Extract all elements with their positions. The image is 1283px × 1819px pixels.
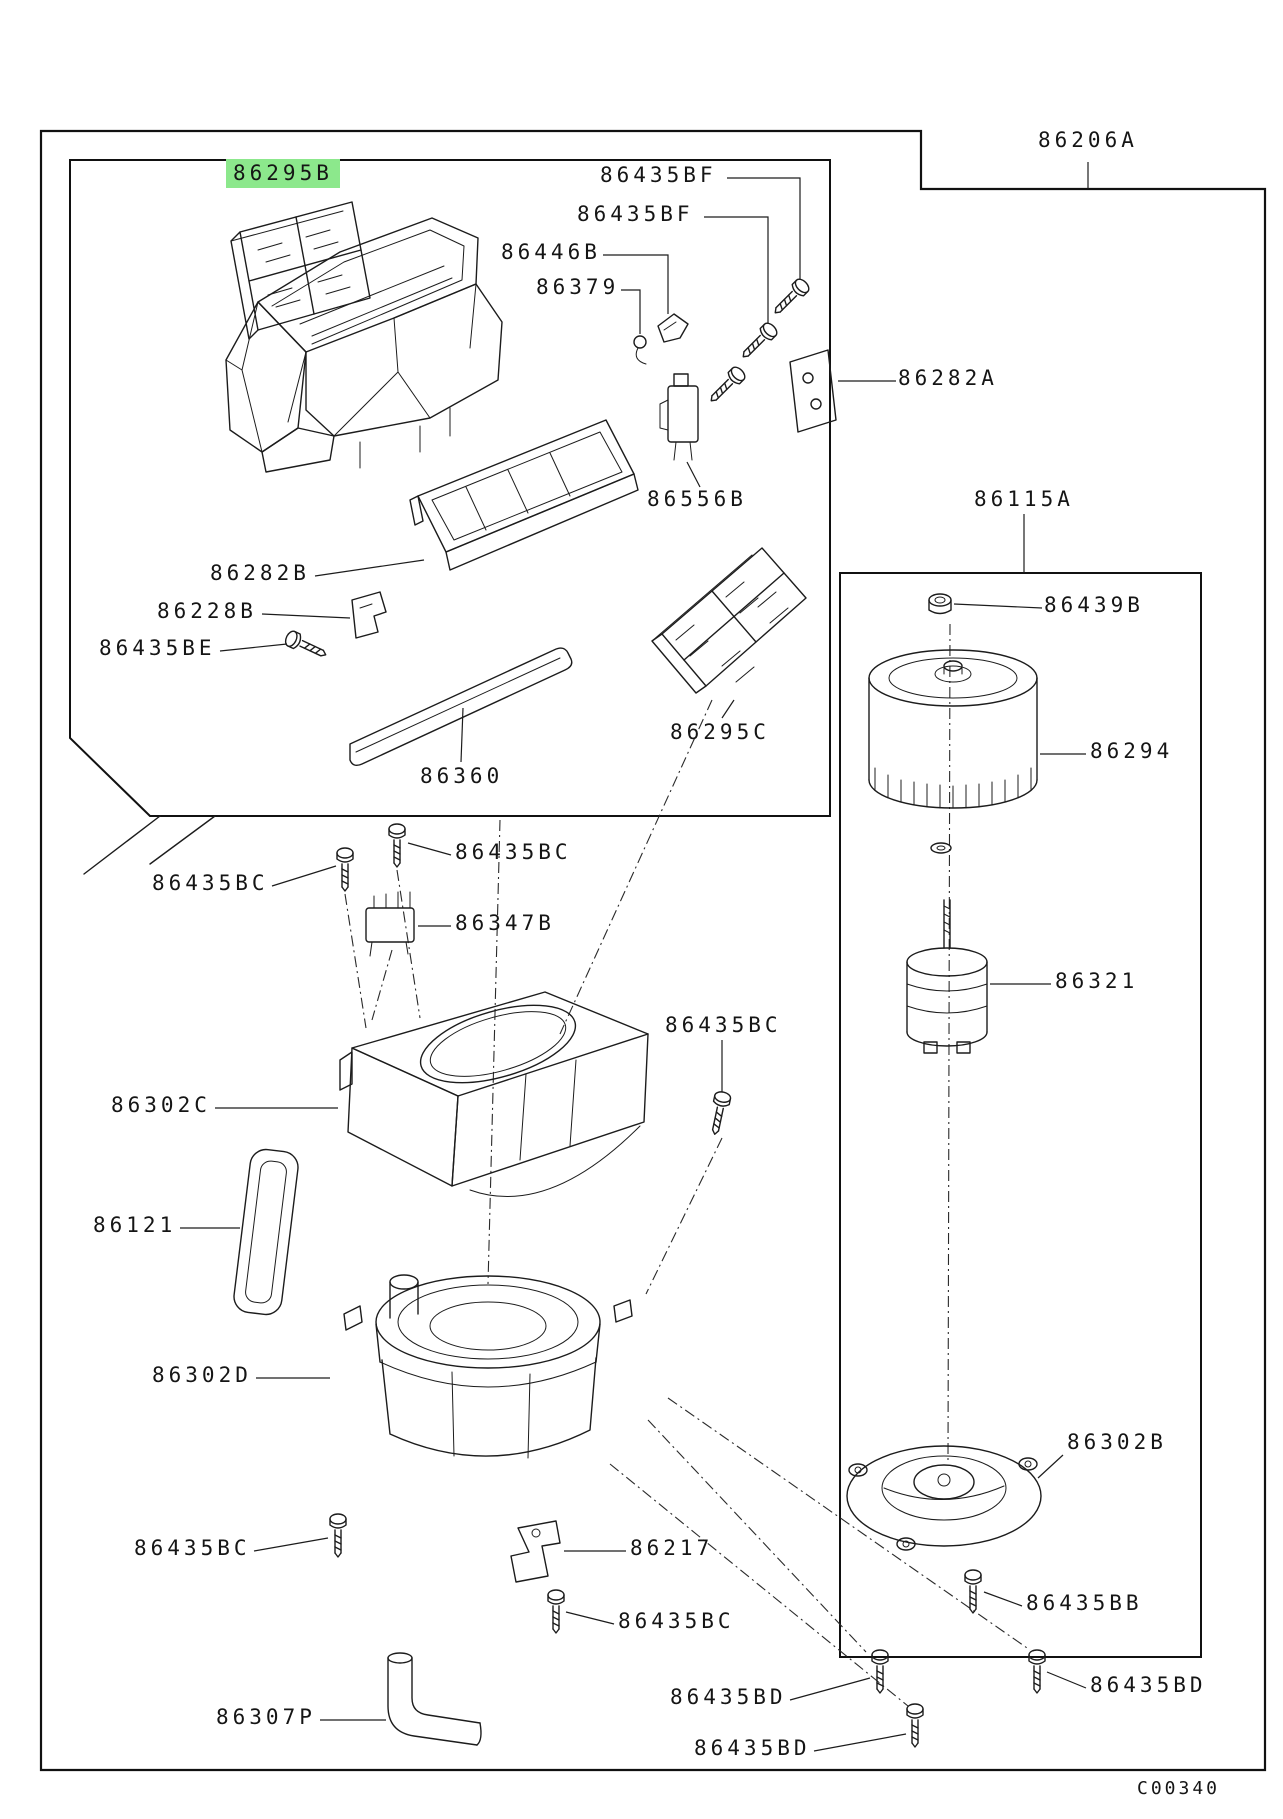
part-label-86435BE[interactable]: 86435BE xyxy=(99,636,216,660)
part-drawing-upper-case-86302C xyxy=(339,991,649,1197)
part-label-86435BC-1[interactable]: 86435BC xyxy=(152,871,269,895)
part-drawing-blower-wheel-86294 xyxy=(868,649,1038,809)
part-label-86435BD-1[interactable]: 86435BD xyxy=(1090,1673,1207,1697)
blower-motor-box xyxy=(839,572,1202,1658)
part-drawing-filter-86295C xyxy=(651,547,807,694)
part-label-86228B[interactable]: 86228B xyxy=(157,599,257,623)
part-label-86446B[interactable]: 86446B xyxy=(501,240,601,264)
part-drawing-bracket-86282A xyxy=(789,349,837,433)
part-drawing-clip-86228B xyxy=(351,591,387,639)
part-drawing-nut-86439B xyxy=(928,593,952,615)
part-drawing-intake-housing xyxy=(225,217,503,473)
part-label-86295B[interactable]: 86295B xyxy=(226,159,340,188)
part-drawing-screw-86435BC-lowerleft xyxy=(329,1513,347,1558)
part-label-86435BC-4[interactable]: 86435BC xyxy=(134,1536,251,1560)
part-label-86435BC-3[interactable]: 86435BC xyxy=(665,1013,782,1037)
part-drawing-washer xyxy=(930,842,952,854)
upper-detail-box xyxy=(69,159,831,817)
drawing-code: C00340 xyxy=(1137,1778,1221,1799)
part-label-86294[interactable]: 86294 xyxy=(1090,739,1174,763)
part-drawing-resistor-86347B xyxy=(365,891,415,957)
part-drawing-resistor-86556B xyxy=(659,373,699,461)
part-drawing-motor-cover-86302B xyxy=(846,1445,1042,1551)
part-label-86121[interactable]: 86121 xyxy=(93,1213,177,1237)
leader-lines xyxy=(180,162,1089,1752)
part-label-86435BB[interactable]: 86435BB xyxy=(1026,1591,1143,1615)
part-label-86302D[interactable]: 86302D xyxy=(152,1363,252,1387)
part-label-86435BF-2[interactable]: 86435BF xyxy=(577,202,694,226)
part-label-86302B[interactable]: 86302B xyxy=(1067,1430,1167,1454)
part-label-86435BC-5[interactable]: 86435BC xyxy=(618,1609,735,1633)
part-label-86435BC-2[interactable]: 86435BC xyxy=(455,840,572,864)
part-label-86435BD-2[interactable]: 86435BD xyxy=(670,1685,787,1709)
part-label-86307P[interactable]: 86307P xyxy=(216,1705,316,1729)
part-label-86439B[interactable]: 86439B xyxy=(1044,593,1144,617)
part-label-86295C[interactable]: 86295C xyxy=(670,720,770,744)
part-drawing-clip-86446B xyxy=(657,313,689,343)
part-label-86217[interactable]: 86217 xyxy=(630,1536,714,1560)
part-label-86435BD-3[interactable]: 86435BD xyxy=(694,1736,811,1760)
part-drawing-screw-86435BC-bottom xyxy=(547,1589,565,1634)
part-drawing-screws-86435BD xyxy=(871,1649,1046,1748)
part-drawing-filter-86295B xyxy=(230,201,371,340)
explode-lines xyxy=(83,815,216,875)
part-label-86302C[interactable]: 86302C xyxy=(111,1093,211,1117)
part-drawing-bracket-86217 xyxy=(510,1520,561,1583)
part-label-86282B[interactable]: 86282B xyxy=(210,561,310,585)
part-drawing-shutter-frame-86282B xyxy=(409,419,639,571)
outer-frame xyxy=(39,129,1267,1772)
part-label-86206A[interactable]: 86206A xyxy=(1038,128,1138,152)
part-label-86379[interactable]: 86379 xyxy=(536,275,620,299)
part-label-86556B[interactable]: 86556B xyxy=(647,487,747,511)
part-drawing-seal-86360 xyxy=(349,647,573,767)
part-drawing-screw-86435BC-middle xyxy=(706,1089,733,1137)
part-label-86360[interactable]: 86360 xyxy=(420,764,504,788)
part-drawing-bolts-86435BF xyxy=(704,275,813,408)
part-label-86321[interactable]: 86321 xyxy=(1055,969,1139,993)
part-label-86347B[interactable]: 86347B xyxy=(455,911,555,935)
part-drawing-lower-case-86302D xyxy=(343,1274,633,1459)
part-label-86435BF-1[interactable]: 86435BF xyxy=(600,163,717,187)
part-label-86115A[interactable]: 86115A xyxy=(974,487,1074,511)
part-drawing-drain-pipe-86307P xyxy=(387,1652,482,1746)
part-drawing-bolt-86435BE xyxy=(282,628,330,663)
part-drawing-grommet-86379 xyxy=(633,335,647,365)
part-drawing-screws-86435BC-upper xyxy=(336,823,406,892)
part-drawing-gasket-86121 xyxy=(233,1148,299,1316)
part-drawing-motor-86321 xyxy=(906,899,988,1054)
part-label-86282A[interactable]: 86282A xyxy=(898,366,998,390)
